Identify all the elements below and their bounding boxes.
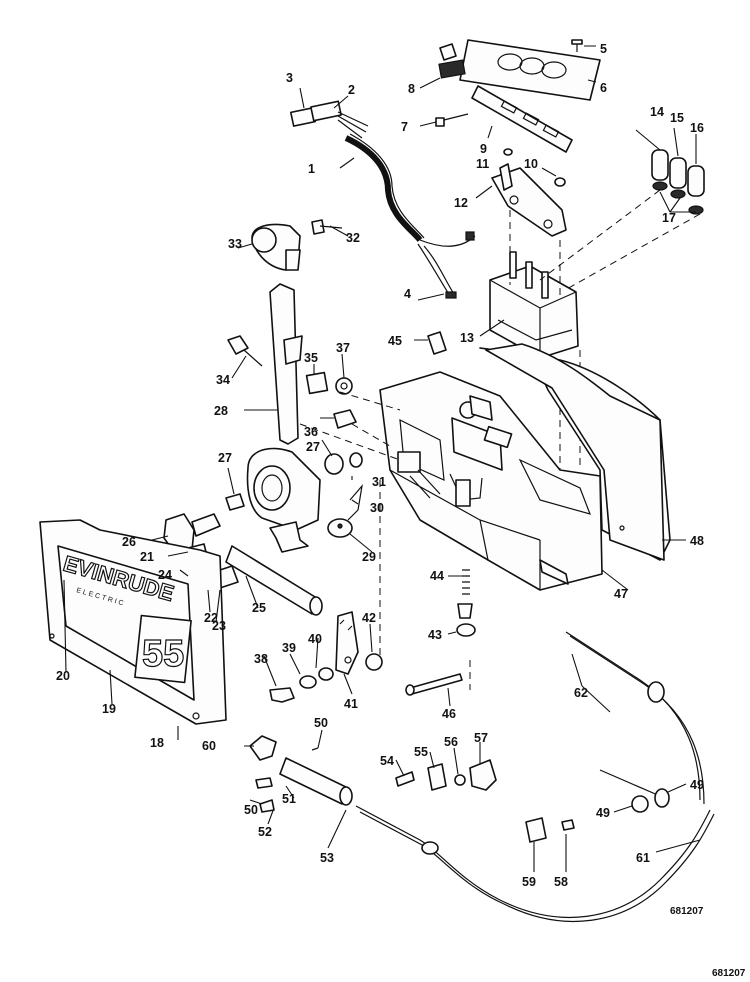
callout: 37 (336, 341, 350, 355)
callout: 31 (372, 475, 386, 489)
callout: 57 (474, 731, 488, 745)
callout: 51 (282, 792, 296, 806)
switch-bracket (471, 85, 573, 237)
callout: 1 (308, 162, 315, 176)
callout: 12 (454, 196, 468, 210)
callout: 13 (460, 331, 474, 345)
hardware-lower-middle (269, 331, 476, 703)
callout: 56 (444, 735, 458, 749)
callout: 4 (404, 287, 411, 301)
callout: 11 (476, 157, 489, 171)
callout: 30 (370, 501, 384, 515)
shift-lever (246, 283, 321, 553)
callout: 46 (442, 707, 456, 721)
callout: 47 (614, 587, 628, 601)
callout: 55 (414, 745, 428, 759)
callout: 5 (600, 42, 607, 56)
callout: 43 (428, 628, 442, 642)
callout: 19 (102, 702, 116, 716)
callout: 8 (408, 82, 415, 96)
callout: 34 (216, 373, 230, 387)
housing-back-plate (485, 343, 665, 561)
callout: 26 (122, 535, 136, 549)
callout: 41 (344, 697, 358, 711)
lever-knob (251, 223, 301, 271)
nameplate: EVINRUDE ELECTRIC 55 (39, 519, 227, 725)
callout: 29 (362, 550, 376, 564)
callout: 49 (596, 806, 610, 820)
callout: 62 (574, 686, 588, 700)
switch-assembly (489, 251, 579, 359)
callout: 3 (286, 71, 293, 85)
callout: 48 (690, 534, 704, 548)
callout: 32 (346, 231, 360, 245)
callout: 33 (228, 237, 242, 251)
callout: 24 (158, 568, 172, 582)
callout: 40 (308, 632, 322, 646)
callout: 27 (306, 440, 320, 454)
callout: 60 (202, 739, 216, 753)
callout: 9 (480, 142, 487, 156)
callout: 44 (430, 569, 444, 583)
callout: 36 (304, 425, 318, 439)
figure-code-main: 681207 (670, 906, 704, 917)
pivot-bolt (163, 493, 245, 553)
callout: 20 (56, 669, 70, 683)
callout: 6 (600, 81, 607, 95)
callout: 18 (150, 736, 164, 750)
callout: 45 (388, 334, 402, 348)
callout: 42 (362, 611, 376, 625)
callout: 16 (690, 121, 704, 135)
callout: 39 (282, 641, 296, 655)
callout: 58 (554, 875, 568, 889)
callout: 49 (690, 778, 704, 792)
nameplate-number-text: 55 (142, 633, 184, 675)
callout: 61 (636, 851, 650, 865)
figure-code-corner: 681207 (712, 968, 746, 979)
callout: 38 (254, 652, 268, 666)
throttle-cable-rod (249, 735, 715, 922)
callout: 15 (670, 111, 684, 125)
callout: 2 (348, 83, 355, 97)
callout: 17 (662, 211, 676, 225)
screws-top (435, 39, 583, 187)
shift-cable (565, 631, 705, 813)
callout: 50 (314, 716, 328, 730)
lever-hardware (227, 219, 363, 538)
wiring-harness (289, 100, 476, 299)
callout: 50 (244, 803, 258, 817)
callout: 54 (380, 754, 394, 768)
callout: 10 (524, 157, 538, 171)
cable-clamps (395, 759, 575, 843)
callout: 52 (258, 825, 272, 839)
callout: 25 (252, 601, 266, 615)
callout: 35 (304, 351, 318, 365)
callout: 14 (650, 105, 664, 119)
callout: 28 (214, 404, 228, 418)
callout: 59 (522, 875, 536, 889)
callout: 21 (140, 550, 154, 564)
callout: 27 (218, 451, 232, 465)
callout: 23 (212, 619, 226, 633)
callout-labels: 1 2 3 4 5 6 7 8 9 10 11 12 13 14 15 16 1… (56, 42, 704, 889)
callout: 7 (401, 120, 408, 134)
callout: 22 (204, 611, 218, 625)
switch-cover-plate (438, 39, 601, 101)
callout: 53 (320, 851, 334, 865)
knobs (651, 149, 705, 215)
